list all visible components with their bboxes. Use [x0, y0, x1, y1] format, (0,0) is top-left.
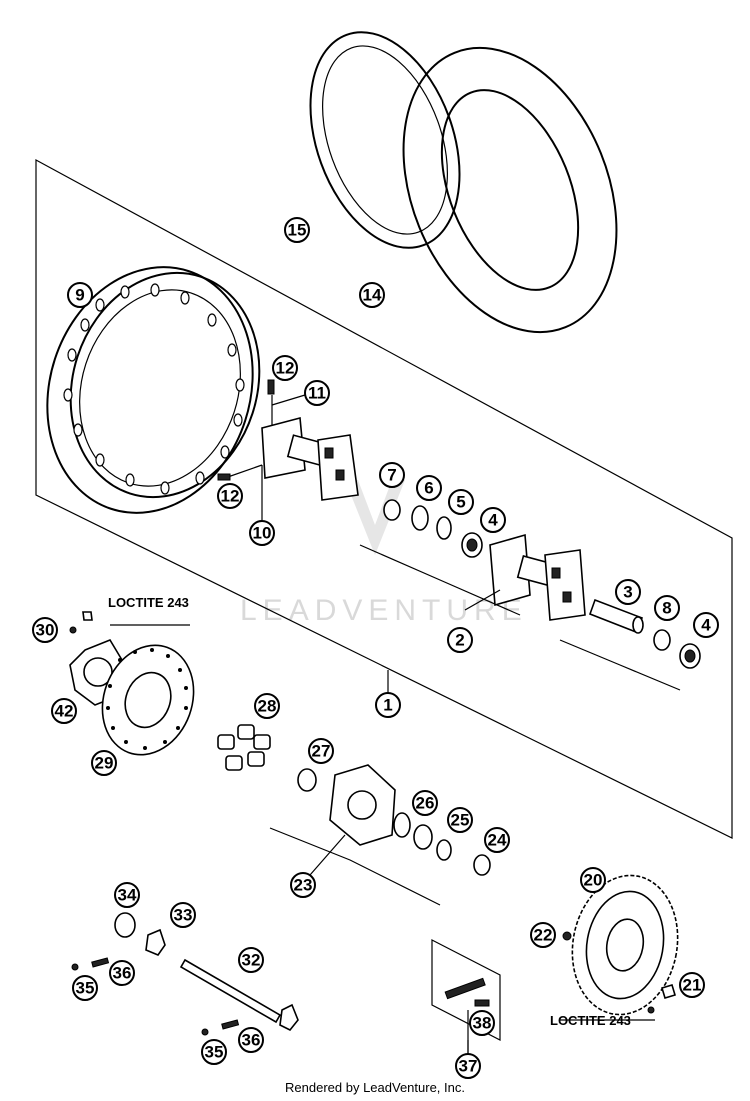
callout-22: 22: [530, 922, 556, 948]
svg-text:22: 22: [534, 926, 553, 945]
svg-text:33: 33: [174, 906, 193, 925]
callout-21: 21: [679, 972, 705, 998]
hub-lower: [489, 533, 586, 621]
svg-text:15: 15: [288, 221, 307, 240]
callout-29: 29: [91, 750, 117, 776]
callout-30: 30: [32, 617, 58, 643]
svg-text:35: 35: [205, 1043, 224, 1062]
hub-upper: [217, 379, 359, 501]
svg-text:21: 21: [683, 976, 702, 995]
svg-text:10: 10: [253, 524, 272, 543]
callout-14: 14: [359, 282, 385, 308]
callout-7: 7: [379, 462, 405, 488]
svg-text:38: 38: [473, 1014, 492, 1033]
callout-35b: 35: [201, 1039, 227, 1065]
callout-28: 28: [254, 693, 280, 719]
loctite-note-left: LOCTITE 243: [108, 595, 189, 610]
brake-disc-assembly: [69, 611, 195, 756]
watermark-text: LEADVENTURE: [240, 594, 528, 627]
svg-text:36: 36: [113, 964, 132, 983]
callout-5: 5: [448, 489, 474, 515]
callout-32: 32: [238, 947, 264, 973]
callout-12b: 12: [217, 483, 243, 509]
svg-text:25: 25: [451, 811, 470, 830]
callout-23: 23: [290, 872, 316, 898]
svg-text:24: 24: [488, 831, 507, 850]
callout-4a: 4: [480, 507, 506, 533]
svg-text:35: 35: [76, 979, 95, 998]
svg-text:20: 20: [584, 871, 603, 890]
callout-12a: 12: [272, 355, 298, 381]
callout-2: 2: [447, 627, 473, 653]
svg-text:8: 8: [662, 599, 671, 618]
sprocket-carrier-assembly: [269, 764, 491, 906]
callout-37: 37: [455, 1053, 481, 1079]
svg-text:29: 29: [95, 754, 114, 773]
callout-33: 33: [170, 902, 196, 928]
footer-credit: Rendered by LeadVenture, Inc.: [285, 1080, 465, 1095]
callout-4b: 4: [693, 612, 719, 638]
svg-text:42: 42: [55, 702, 74, 721]
svg-text:28: 28: [258, 697, 277, 716]
callout-15: 15: [284, 217, 310, 243]
svg-text:11: 11: [308, 384, 326, 403]
svg-text:36: 36: [242, 1031, 261, 1050]
svg-text:26: 26: [416, 794, 435, 813]
svg-text:30: 30: [36, 621, 55, 640]
inner-tube: [309, 31, 461, 249]
callout-35a: 35: [72, 975, 98, 1001]
svg-text:1: 1: [383, 696, 392, 715]
callout-36b: 36: [238, 1027, 264, 1053]
callout-11: 11: [304, 380, 330, 406]
callout-25: 25: [447, 807, 473, 833]
callout-27: 27: [308, 738, 334, 764]
svg-text:4: 4: [488, 511, 498, 530]
watermark: LEADVENTURE: [240, 480, 528, 627]
spacer-parts: [559, 598, 701, 691]
callout-3: 3: [615, 579, 641, 605]
loctite-note-right: LOCTITE 243: [550, 1013, 631, 1028]
svg-text:27: 27: [312, 742, 331, 761]
svg-text:34: 34: [118, 886, 137, 905]
callout-8: 8: [654, 595, 680, 621]
chain-link-panel: [431, 939, 501, 1055]
svg-text:14: 14: [363, 286, 382, 305]
bearings-upper-row: [359, 499, 521, 616]
svg-text:4: 4: [701, 616, 711, 635]
leader-lines: [110, 394, 655, 1055]
svg-text:12: 12: [276, 359, 295, 378]
callout-36a: 36: [109, 960, 135, 986]
wheel-assembly-panel: [35, 158, 733, 839]
rim: [46, 266, 261, 514]
svg-text:37: 37: [459, 1057, 478, 1076]
svg-text:3: 3: [623, 583, 632, 602]
tire: [402, 46, 618, 334]
callout-9: 9: [67, 282, 93, 308]
svg-text:6: 6: [424, 479, 433, 498]
callout-1: 1: [375, 692, 401, 718]
axle-assembly: [71, 912, 299, 1036]
svg-text:7: 7: [387, 466, 396, 485]
rubber-dampers: [217, 724, 271, 771]
svg-text:23: 23: [294, 876, 313, 895]
callout-34: 34: [114, 882, 140, 908]
callout-26: 26: [412, 790, 438, 816]
callout-42: 42: [51, 698, 77, 724]
rear-sprocket: [562, 874, 679, 1016]
svg-text:5: 5: [456, 493, 465, 512]
svg-text:32: 32: [242, 951, 261, 970]
svg-text:12: 12: [221, 487, 240, 506]
callout-24: 24: [484, 827, 510, 853]
callout-20: 20: [580, 867, 606, 893]
svg-text:2: 2: [455, 631, 464, 650]
svg-text:9: 9: [75, 286, 84, 305]
callout-10: 10: [249, 520, 275, 546]
callout-38: 38: [469, 1010, 495, 1036]
callout-6: 6: [416, 475, 442, 501]
